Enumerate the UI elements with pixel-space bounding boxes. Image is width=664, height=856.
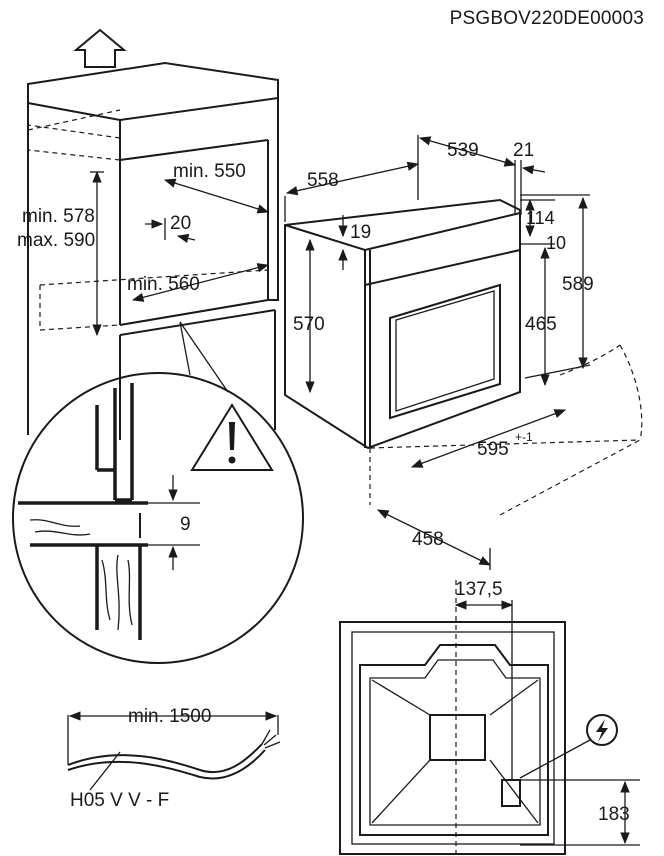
oven-height: 570 <box>293 314 325 335</box>
electric-connection-icon <box>586 714 618 746</box>
oven-top-gap: 19 <box>350 222 371 243</box>
cabinet-drawing <box>27 61 279 440</box>
oven-drawing <box>284 198 643 516</box>
detail-circle <box>12 372 304 664</box>
oven-side-depth: 458 <box>412 529 444 550</box>
oven-front-width: 595 <box>477 439 509 460</box>
cabinet-gap: 20 <box>170 213 191 234</box>
oven-total-height: 589 <box>562 274 594 295</box>
oven-width: 558 <box>307 170 339 191</box>
oven-offset: 21 <box>513 140 534 161</box>
cable-type: H05 V V - F <box>70 790 169 811</box>
cabinet-height-max: max. 590 <box>17 230 95 251</box>
cabinet-depth-min: min. 550 <box>173 161 246 182</box>
oven-depth: 539 <box>447 140 479 161</box>
oven-front-width-tolerance: +-1 <box>515 430 533 444</box>
cable-length: min. 1500 <box>128 706 211 727</box>
back-view-drawing <box>339 580 640 856</box>
cabinet-width-min: min. 560 <box>127 274 200 295</box>
document-code: PSGBOV220DE00003 <box>450 8 644 29</box>
back-view-offset: 137,5 <box>455 579 503 600</box>
oven-panel-top: 114 <box>526 208 555 228</box>
cabinet-height-min: min. 578 <box>22 206 95 227</box>
up-arrow-icon <box>73 28 127 68</box>
oven-dimensions <box>284 135 591 570</box>
warning-icon <box>190 403 274 471</box>
oven-panel-offset: 10 <box>546 233 566 253</box>
cabinet-dimensions <box>90 170 270 337</box>
cable-drawing <box>67 711 281 791</box>
detail-gap: 9 <box>180 514 191 535</box>
oven-door-height: 465 <box>525 314 557 335</box>
back-view-height: 183 <box>598 804 630 825</box>
